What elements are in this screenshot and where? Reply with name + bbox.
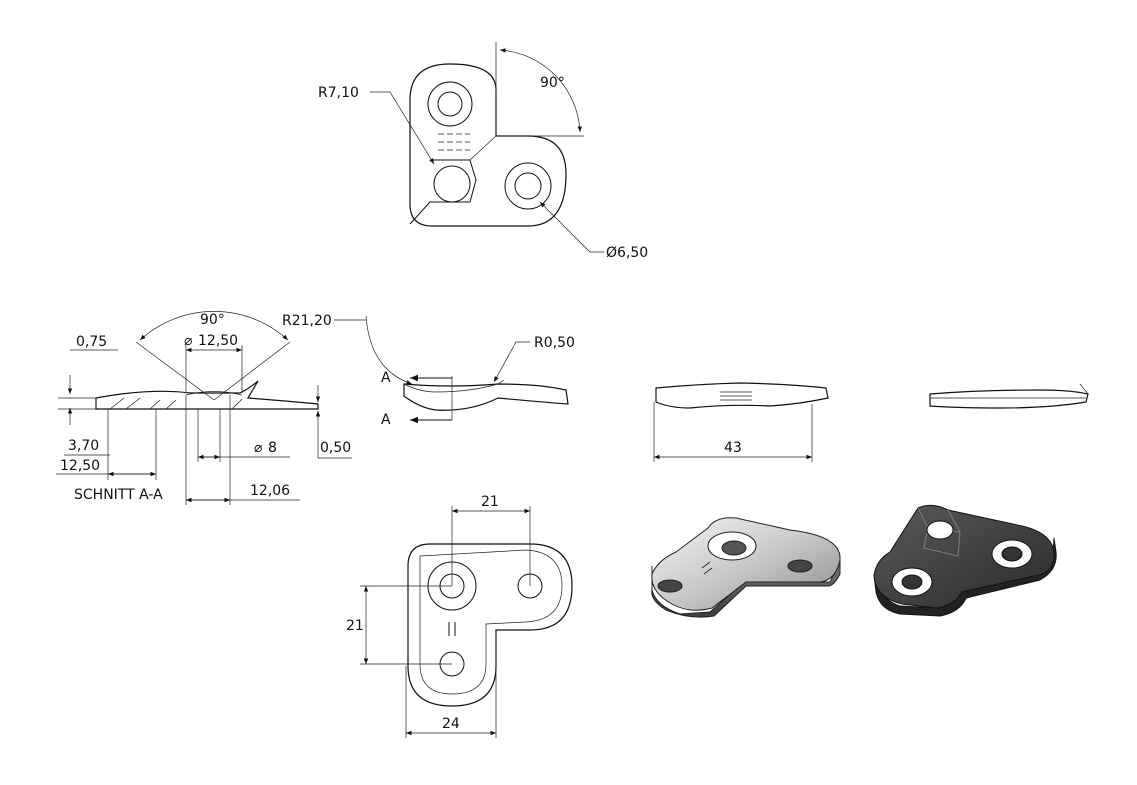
iso-light-top bbox=[651, 517, 841, 611]
side-view: A A R21,20 R0,50 bbox=[282, 313, 575, 428]
diameter-leader bbox=[539, 201, 604, 253]
section-angle-ext bbox=[135, 341, 215, 401]
section-cs-diameter-symbol: ⌀ bbox=[184, 333, 193, 349]
bottom-spacing-h-label: 21 bbox=[481, 494, 499, 510]
section-hatch bbox=[165, 399, 177, 410]
top-diameter-label: Ø6,50 bbox=[606, 245, 648, 261]
top-view-hole-left bbox=[433, 165, 471, 203]
iso-dark-hole-left-inner bbox=[901, 574, 923, 590]
section-hatch bbox=[125, 397, 141, 410]
dim-8-label: 8 bbox=[268, 440, 277, 456]
top-view-hole-top bbox=[427, 81, 473, 127]
bottom-width-label: 24 bbox=[442, 716, 460, 732]
bend-radius-arc bbox=[365, 315, 413, 385]
isometric-view-dark bbox=[873, 504, 1057, 617]
edge-radius-label: R0,50 bbox=[534, 335, 575, 351]
top-view: 90° R7,10 Ø6,50 bbox=[318, 42, 648, 261]
dim-8-diameter-symbol: ⌀ bbox=[254, 440, 263, 456]
angle-arc bbox=[499, 48, 582, 133]
top-view-hole-right-inner bbox=[514, 172, 542, 200]
iso-dark-hole-right-inner bbox=[1001, 546, 1023, 562]
side-view-outline bbox=[403, 383, 569, 411]
front-length-label: 43 bbox=[724, 440, 742, 456]
dim-12-06-label: 12,06 bbox=[250, 483, 290, 499]
right-side-outline bbox=[929, 389, 1089, 409]
top-view-hole-right bbox=[504, 162, 552, 210]
iso-light-hole-right bbox=[787, 559, 813, 573]
iso-light-hole-main-inner bbox=[721, 540, 747, 556]
section-hatch bbox=[149, 399, 161, 410]
iso-light-mark bbox=[703, 567, 713, 575]
top-radius-label: R7,10 bbox=[318, 85, 359, 101]
section-cs-diameter: 12,50 bbox=[198, 333, 238, 349]
section-hatch bbox=[231, 398, 243, 410]
top-angle-label: 90° bbox=[540, 75, 565, 91]
section-angle-label: 90° bbox=[200, 312, 225, 328]
bottom-view: 21 21 24 bbox=[346, 494, 573, 738]
right-side-view bbox=[929, 383, 1089, 409]
iso-light-mark bbox=[701, 561, 711, 569]
iso-dark-hole-top bbox=[926, 520, 954, 540]
iso-light-edge bbox=[651, 559, 841, 618]
edge-radius-leader bbox=[493, 341, 530, 383]
bend-radius-label: R21,20 bbox=[282, 313, 332, 329]
bottom-view-inner bbox=[419, 549, 563, 695]
right-side-edge bbox=[1079, 383, 1089, 395]
bottom-view-outline bbox=[407, 543, 573, 707]
front-view-outline bbox=[655, 382, 829, 409]
section-countersink bbox=[185, 391, 243, 396]
iso-light-hole-left bbox=[657, 579, 683, 593]
bottom-spacing-v-label: 21 bbox=[346, 618, 364, 634]
radius-leader bbox=[370, 91, 435, 165]
section-hatch bbox=[109, 397, 125, 410]
dim-3-70-label: 3,70 bbox=[68, 438, 99, 454]
front-view: 43 bbox=[653, 382, 829, 462]
side-view-edge bbox=[403, 379, 505, 393]
dim-12-50-label: 12,50 bbox=[60, 458, 100, 474]
dim-0-50-label: 0,50 bbox=[320, 440, 351, 456]
section-marker-bottom: A bbox=[381, 412, 391, 428]
section-angle-arc bbox=[139, 311, 289, 341]
section-title: SCHNITT A-A bbox=[74, 487, 163, 503]
section-view: 90° ⌀ 12,50 0,75 3,70 12,50 ⌀ 8 bbox=[56, 311, 352, 505]
top-view-hole-top-inner bbox=[437, 91, 463, 117]
dim-0-75-label: 0,75 bbox=[76, 334, 107, 350]
top-view-countersink bbox=[409, 159, 477, 225]
isometric-view-light bbox=[651, 517, 841, 618]
section-angle-ext bbox=[213, 341, 291, 401]
section-marker-top: A bbox=[381, 370, 391, 386]
